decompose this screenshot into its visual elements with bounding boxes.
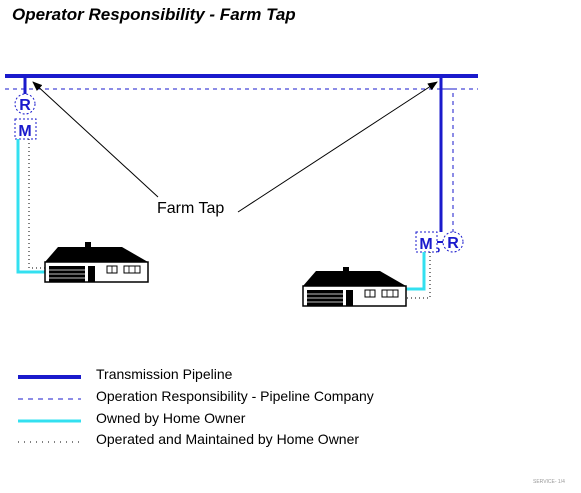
right-pipeline-responsibility-line [441,88,454,232]
right-farm-tap-arrow [237,81,438,213]
legend-label-operated-maintained: Operated and Maintained by Home Owner [96,431,359,447]
farm-tap-label: Farm Tap [157,200,224,217]
right-meter-icon: M [415,231,438,253]
right-regulator-icon: R [442,231,464,253]
page-title: Operator Responsibility - Farm Tap [12,5,296,24]
left-homeowner-service-line [16,139,45,274]
right-regulator-label: R [447,235,459,252]
right-house-icon [302,267,407,307]
right-homeowner-service-line [406,252,426,291]
right-connector [437,241,443,253]
right-homeowner-operated-line [406,252,431,299]
footer-code: SERVICE- 1/4 [533,479,565,485]
legend-label-home-owner: Owned by Home Owner [96,410,246,426]
left-farm-tap-arrow [32,81,159,198]
left-meter-icon: M [14,118,37,140]
left-meter-label: M [18,123,31,140]
left-homeowner-operated-line [28,139,45,269]
legend-label-pipeline-company: Operation Responsibility - Pipeline Comp… [96,388,374,404]
legend: Transmission Pipeline Operation Responsi… [18,366,374,447]
right-meter-label: M [419,236,432,253]
left-regulator-label: R [19,97,31,114]
legend-label-transmission: Transmission Pipeline [96,366,233,382]
left-house-icon [44,242,149,283]
left-regulator-icon: R [14,93,36,115]
